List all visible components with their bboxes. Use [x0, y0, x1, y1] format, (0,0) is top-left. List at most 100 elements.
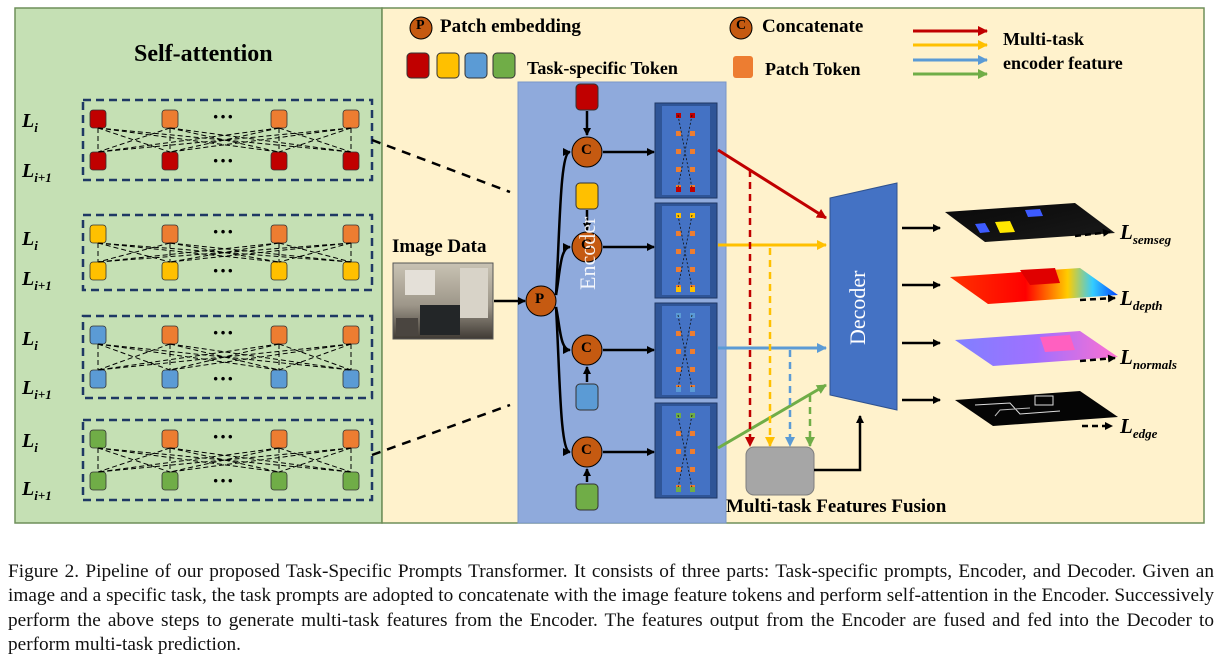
- token: [89, 151, 107, 171]
- patch-token-legend-label: Patch Token: [765, 59, 861, 79]
- depth-prediction-map: [950, 268, 1118, 304]
- concat-node: [571, 231, 603, 263]
- concatenate-legend-icon: [729, 16, 753, 40]
- decoder-label: Decoder: [845, 270, 870, 345]
- self-attention-block: [81, 213, 374, 292]
- layer-label-i: Li: [22, 228, 38, 253]
- fusion-to-decoder-arrow: [814, 415, 864, 472]
- ellipsis: ···: [212, 366, 235, 391]
- decoder-output-arrows: [902, 224, 941, 404]
- token: [161, 224, 179, 244]
- normals-prediction-map: [955, 331, 1118, 366]
- token: [342, 151, 360, 171]
- token: [342, 429, 360, 449]
- concat-node: [571, 334, 603, 366]
- token: [270, 109, 288, 129]
- input-image: [392, 262, 494, 340]
- layer-label-i-plus-1: Li+1: [22, 160, 52, 185]
- layer-label-i: Li: [22, 328, 38, 353]
- token: [89, 325, 107, 345]
- layer-label-i-plus-1: Li+1: [22, 377, 52, 402]
- task-token-legend-icons: [406, 52, 516, 79]
- feature-legend-label-2: encoder feature: [1003, 53, 1123, 73]
- ellipsis: ···: [212, 424, 235, 449]
- layer-label-i-plus-1: Li+1: [22, 478, 52, 503]
- decoder-block: [829, 182, 898, 411]
- edge-prediction-map: [955, 391, 1118, 426]
- token: [342, 109, 360, 129]
- token: [270, 261, 288, 281]
- token: [342, 471, 360, 491]
- concatenate-legend-symbol: C: [736, 18, 747, 33]
- layer-label-i: Li: [22, 430, 38, 455]
- patch-embedding-legend-icon: [409, 16, 433, 40]
- concatenate-legend-label: Concatenate: [762, 16, 864, 37]
- token: [89, 429, 107, 449]
- token: [342, 261, 360, 281]
- ellipsis: ···: [212, 219, 235, 244]
- loss-label-edge: Ledge: [1120, 414, 1158, 441]
- patch-embedding-legend-symbol: P: [416, 18, 425, 33]
- ellipsis: ···: [212, 320, 235, 345]
- token: [161, 429, 179, 449]
- token: [270, 151, 288, 171]
- token: [270, 224, 288, 244]
- token: [161, 471, 179, 491]
- token: [270, 471, 288, 491]
- token: [270, 325, 288, 345]
- ellipsis: ···: [212, 148, 235, 173]
- concat-node-label: C: [581, 340, 592, 356]
- token: [89, 471, 107, 491]
- loss-label-depth: Ldepth: [1120, 286, 1163, 313]
- multitask-feature-arrows: [717, 148, 827, 450]
- ellipsis: ···: [212, 468, 235, 493]
- concat-node-label: C: [581, 442, 592, 458]
- token: [89, 261, 107, 281]
- self-attention-panel: [14, 7, 383, 524]
- token: [270, 429, 288, 449]
- token: [342, 224, 360, 244]
- token: [161, 151, 179, 171]
- patch-embedding-node-label: P: [535, 291, 545, 307]
- task-token: [575, 83, 599, 111]
- fusion-block: [745, 446, 815, 496]
- task-token: [575, 383, 599, 411]
- concat-node-label: C: [581, 142, 592, 158]
- token: [161, 369, 179, 389]
- self-attention-title: Self-attention: [134, 41, 273, 67]
- concat-node-label: C: [581, 237, 592, 253]
- layer-label-i-plus-1: Li+1: [22, 268, 52, 293]
- patch-token-legend-icon: [733, 56, 753, 78]
- zoom-connector-top: [371, 138, 511, 194]
- token: [161, 261, 179, 281]
- token: [270, 369, 288, 389]
- feature-legend-label-1: Multi-task: [1003, 29, 1084, 49]
- concat-node: [571, 136, 603, 168]
- token: [342, 369, 360, 389]
- patch-embedding-legend-label: Patch embedding: [440, 16, 581, 37]
- task-token: [575, 182, 599, 210]
- loss-label-semseg: Lsemseg: [1120, 220, 1172, 247]
- pipeline-panel: [381, 7, 1205, 524]
- ellipsis: ···: [212, 258, 235, 283]
- feature-arrows-legend: [913, 26, 988, 79]
- loss-arrows: [1074, 228, 1116, 430]
- token: [161, 109, 179, 129]
- ellipsis: ···: [212, 104, 235, 129]
- concat-node: [571, 436, 603, 468]
- token: [89, 369, 107, 389]
- task-token: [575, 483, 599, 511]
- patch-embedding-node: [525, 285, 557, 317]
- semseg-prediction-map: [945, 203, 1115, 242]
- image-data-label: Image Data: [392, 236, 487, 257]
- token: [161, 325, 179, 345]
- fusion-label: Multi-task Features Fusion: [726, 496, 947, 517]
- figure-caption: Figure 2. Pipeline of our proposed Task-…: [8, 561, 1214, 656]
- encoder-flow: [554, 83, 718, 511]
- self-attention-block: [81, 314, 374, 400]
- layer-label-i: Li: [22, 110, 38, 135]
- token: [342, 325, 360, 345]
- zoom-connector-bottom: [371, 403, 511, 457]
- loss-label-normals: Lnormals: [1120, 345, 1177, 372]
